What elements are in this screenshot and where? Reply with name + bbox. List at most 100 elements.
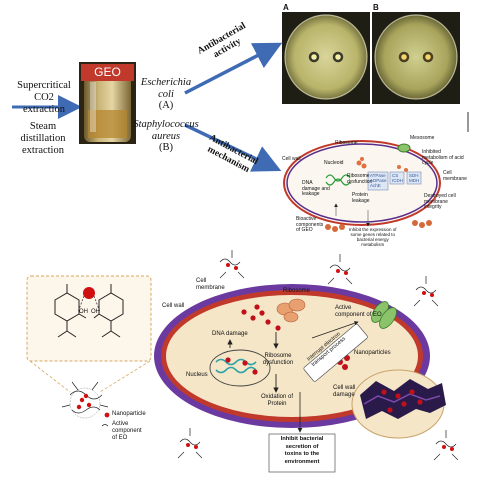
mechanism-arrow [184,123,282,172]
mini-box3-line2: MDH [409,178,420,183]
supercritical-line3: extraction [23,104,65,115]
mini-protein-leakage-label: Protein leakage [352,192,370,204]
mini-cell-membrane-label: Cell membrane [443,170,467,182]
legend-active-line3: of EO [112,435,128,441]
nanoparticle-cluster-left [61,381,109,419]
legend-active-line2: component [112,428,142,434]
mini-destroyed-membrane-label: Destroyed cell membrane integrity [424,193,456,211]
nanoparticle-cluster-bottom-left [177,428,203,459]
mini-enzyme-box3: SDH MDH [409,173,419,183]
cell-wall-damage-line2: damage [333,392,355,398]
mini-box1-line1: ATPase [370,173,386,178]
steam-line3: extraction [22,145,64,156]
saureus-tag: (B) [159,142,173,153]
arrow-electron-transport [311,321,359,339]
ecoli-line1: Escherichia [140,77,192,88]
saureus-label: Staphylococcus aureus (B) [133,119,199,154]
mini-ribosome-dys-line1: Ribosome [347,173,370,179]
ecoli-label: Escherichia coli (A) [140,77,192,112]
molecule-nanoparticle [83,287,95,299]
petri-plate-a [282,12,370,104]
zoom-line-right [99,360,151,393]
mini-nucleoid-label: Nucleoid [324,160,344,166]
inhibit-secretion-box [268,433,336,473]
active-component-line2: component of EO [335,312,382,318]
legend-nanoparticle-dot [104,412,110,418]
active-component-line1: Active [335,305,352,311]
ribosome-label: Ribosome [283,288,311,294]
inhibit-line3: toxins to the [284,451,320,457]
cell-wall-label: Cell wall [162,303,185,309]
molecule-oh-right: OH [91,309,100,315]
cell-wall-damage-label: Cell wall damage [333,385,355,399]
mini-inhibit-expression-label: Inhibit the expression of some genes rel… [349,227,397,247]
ribosome-cluster [276,298,306,323]
ribosome-dys-line2: dysfunction [262,360,294,366]
membrane-channel [371,301,397,329]
cell-wall-damage-line1: Cell wall [333,385,356,391]
active-component-legend-label: Active component of EO [112,421,142,442]
molecule-panel [26,275,152,362]
mini-bioactive-line2: components [296,221,324,228]
petri-plate-b [372,12,460,104]
mini-ribosome-label: Ribosome [335,140,358,146]
mini-dna-label: DNA damage and leakage [302,180,330,198]
nanoparticle-cluster-top [219,250,245,279]
plate-b-label: B [373,3,379,12]
mini-bioactive-line3: of GEO [296,227,313,233]
activity-arrow [184,42,283,95]
mini-destroyed-line3: integrity [424,204,442,210]
nucleus-label: Nucleus [186,372,208,378]
dna-damage-label: DNA damage [212,331,248,337]
mini-box2-line2: ICDH [392,178,403,183]
mini-bioactive-line1: Bioactive [296,216,317,222]
steam-distillation-label: Steam distillation extraction [6,121,80,157]
supercritical-line1: Supercritical [17,80,71,91]
nanoparticle-cluster-right [413,276,439,307]
mini-mesosome-label: Mesosome [410,135,435,141]
nanoparticle-legend-label: Nanoparticle [112,411,146,417]
mini-inhibit-line1: Inhibit the expression of [349,227,397,232]
mini-inhibit-line3: bacterial energy [356,237,389,242]
mini-protein-line2: leakage [352,197,370,204]
ecoli-line2: coli [158,88,174,100]
mini-mechanism-cell [283,140,441,232]
saureus-line1: Staphylococcus [133,119,199,130]
ribosome-dys-line1: Ribosome [264,353,292,359]
oxidation-line1: Oxidation of [260,394,294,400]
mini-protein-line1: Protein [352,192,368,198]
mini-inhibited-label: Inhibited metabolism of acid cycle [422,149,464,167]
mini-dna-line2: damage and [302,185,330,192]
legend-active-line1: Active [112,421,129,427]
saureus-line2: aureus [151,130,181,142]
ecoli-tag: (A) [158,100,174,111]
molecule-oh-left: OH [79,309,88,315]
steam-line2: distillation [20,133,66,144]
supercritical-label: Supercritical CO2 extraction [6,80,82,116]
nanoparticles-label: Nanoparticles [354,350,391,356]
cell-wall-damage-zoom [351,369,446,439]
mini-inhibit-line2: some genes related to [350,232,396,237]
nanoparticle-cluster-top-right [327,254,353,285]
cell-membrane-line2: membrane [196,285,225,291]
mini-box1-line2: ADPase [370,178,387,183]
oxidation-line2: Protein [267,401,287,407]
mini-box1-line3: AchE [370,183,381,188]
mini-box2-line1: CS [392,173,399,178]
mini-inhibit-line4: metabolism [361,242,385,247]
geo-jar-label: GEO [94,65,121,79]
mini-inhibited-line1: Inhibited [422,149,441,155]
mini-dna-line3: leakage [302,191,320,197]
geo-label-bg [81,64,134,81]
steam-line1: Steam [29,121,57,132]
inhibit-line4: environment [284,458,320,465]
ribosome-dysfunction-label: Ribosome dysfunction [258,353,298,367]
cell-membrane-line1: Cell [196,278,207,284]
supercritical-line2: CO2 [34,92,54,103]
inhibit-line2: secretion of [285,443,319,450]
geo-jar-photo [79,62,136,144]
plate-a-label: A [283,3,289,12]
mini-ribosome-dys-line2: dysfunction [347,178,373,185]
inhibit-secretion-label: Inhibit bacterial secretion of toxins to… [269,436,335,466]
